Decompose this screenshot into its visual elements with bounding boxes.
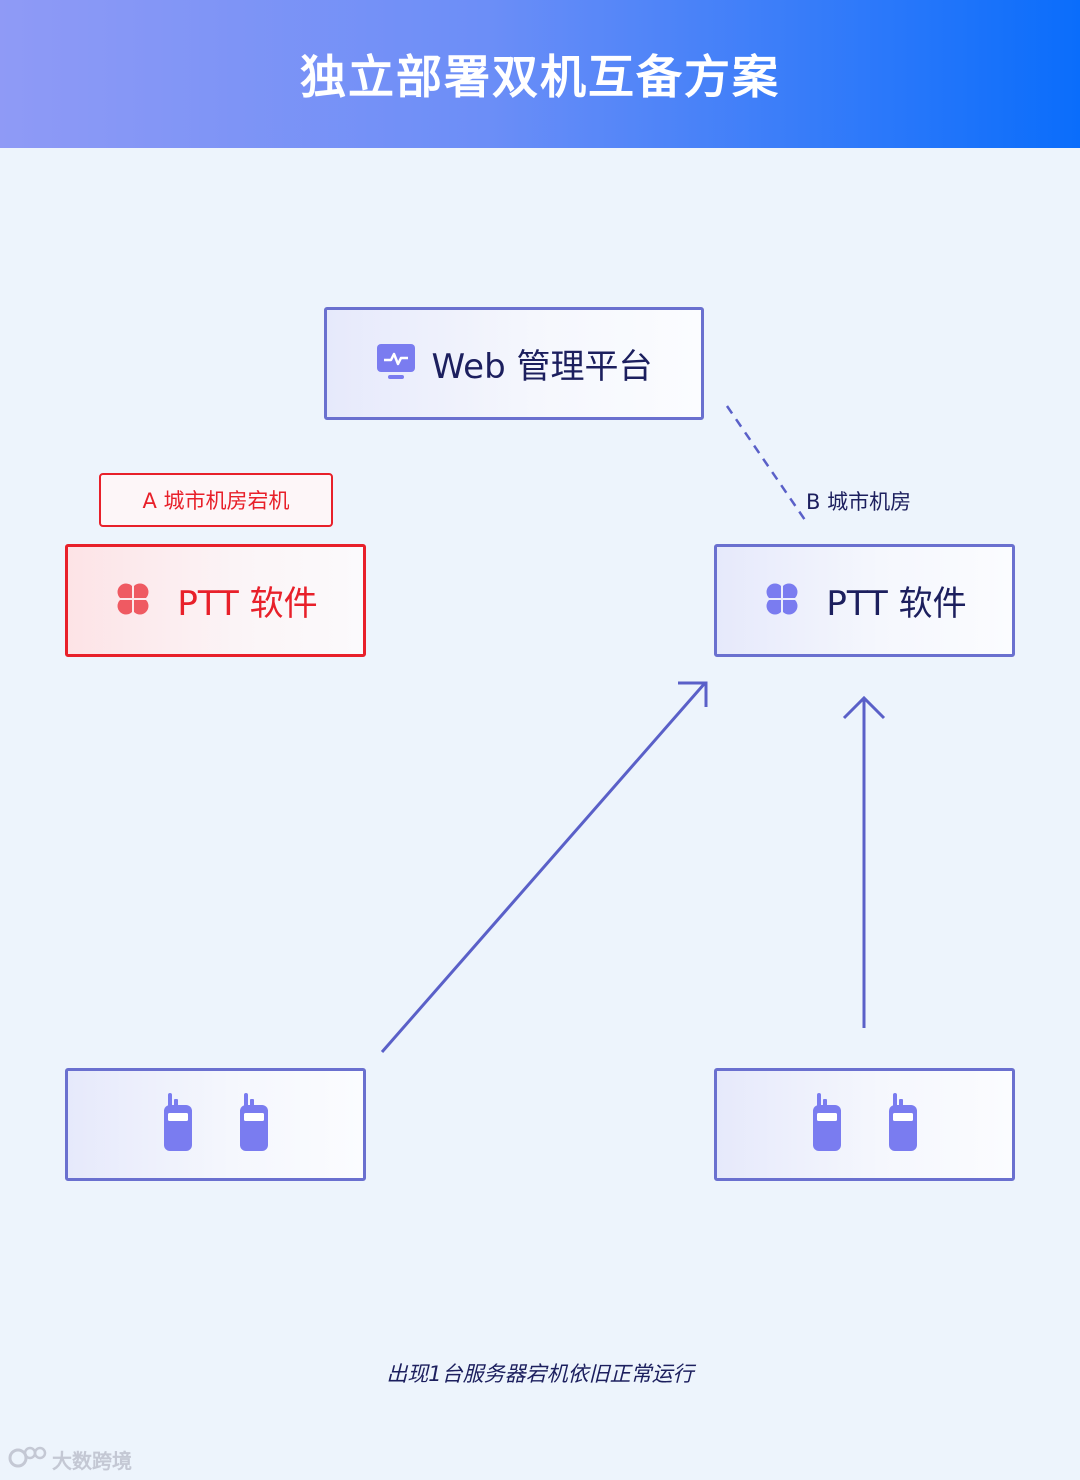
failover-arrow-line: [380, 682, 707, 1053]
terminal-group-left: [65, 1068, 366, 1181]
terminal-group-right: [714, 1068, 1015, 1181]
site-b-label: B 城市机房: [806, 490, 912, 514]
page-title: 独立部署双机互备方案: [300, 50, 780, 104]
site-a-tag: A 城市机房宕机: [99, 473, 333, 527]
diagram-caption: 出现1台服务器宕机依旧正常运行: [386, 1362, 694, 1386]
web-platform-label: Web 管理平台: [431, 347, 653, 387]
title-banner: 独立部署双机互备方案: [0, 0, 1080, 148]
monitor-icon: [376, 342, 416, 386]
clover-app-icon: [762, 579, 802, 623]
site-b-ptt-label: PTT 软件: [826, 584, 967, 624]
watermark-logo-icon: [8, 1444, 48, 1475]
watermark-text: 大数跨境: [52, 1449, 132, 1473]
direct-arrow-head: [842, 695, 886, 720]
watermark: 大数跨境: [8, 1444, 132, 1475]
site-b-ptt-box: PTT 软件: [714, 544, 1015, 657]
walkie-talkie-icon: [811, 1092, 843, 1157]
management-link-dashed: [725, 405, 807, 521]
site-a-ptt-box: PTT 软件: [65, 544, 366, 657]
walkie-talkie-icon: [887, 1092, 919, 1157]
walkie-talkie-icon: [238, 1092, 270, 1157]
site-a-ptt-label: PTT 软件: [177, 584, 318, 624]
clover-app-icon: [113, 579, 153, 623]
web-platform-box: Web 管理平台: [324, 307, 704, 420]
walkie-talkie-icon: [162, 1092, 194, 1157]
failover-arrow-head: [678, 681, 708, 707]
